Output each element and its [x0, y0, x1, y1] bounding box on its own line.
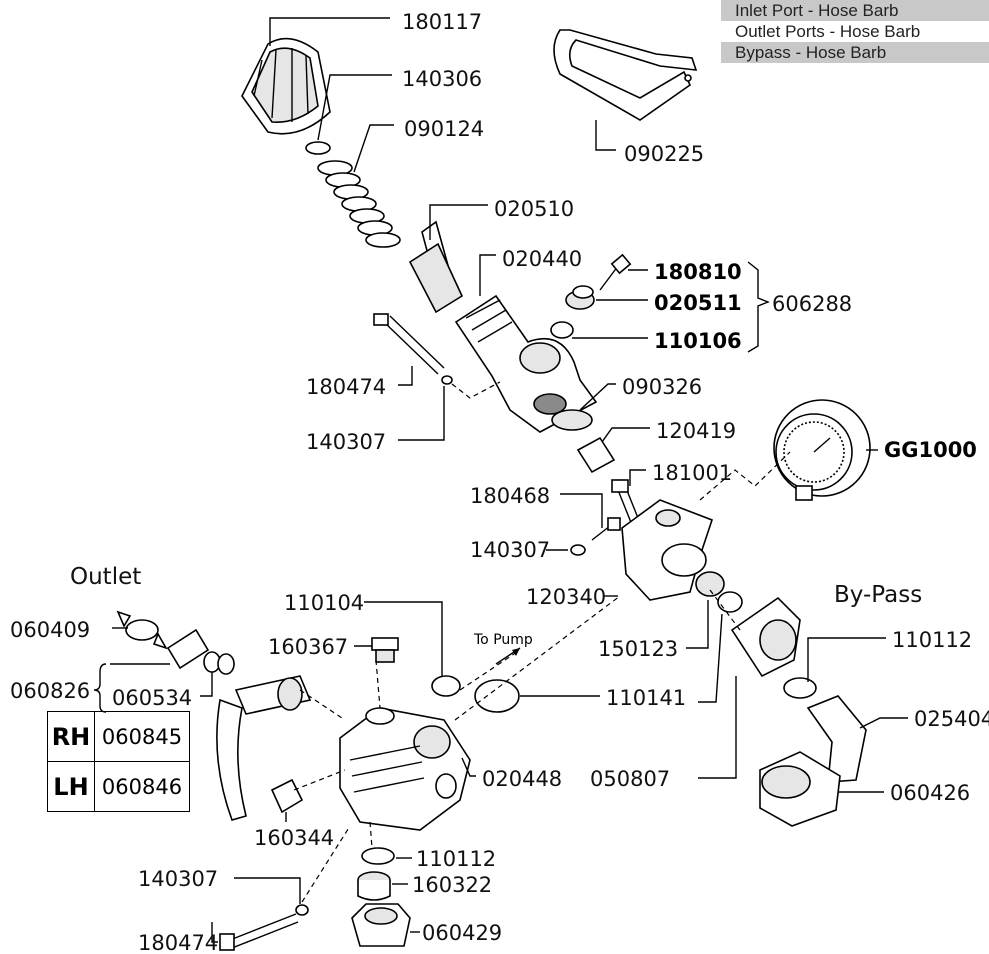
barb-060826-drawing: [166, 628, 210, 670]
valve-hand-table: RH 060845 LH 060846: [47, 711, 190, 812]
o-ring-110112-bypass-drawing: [783, 677, 817, 699]
plug-020511-drawing: [565, 285, 595, 310]
part-label-090225: 090225: [624, 142, 704, 166]
part-label-110104: 110104: [284, 591, 364, 615]
hand-code-rh: 060845: [94, 711, 190, 762]
hand-side-rh: RH: [47, 711, 95, 762]
part-label-140307-lower: 140307: [138, 867, 218, 891]
leader-lines: [93, 17, 908, 943]
part-label-110141: 110141: [606, 686, 686, 710]
port-row-bypass: Bypass - Hose Barb: [721, 42, 989, 63]
part-label-090326: 090326: [622, 375, 702, 399]
hand-side-lh: LH: [47, 761, 95, 812]
bolt-180474-top-drawing: [373, 313, 445, 375]
to-pump-arrowhead: [512, 648, 520, 656]
part-label-180810: 180810: [654, 260, 742, 284]
part-label-gg1000: GG1000: [884, 438, 977, 462]
o-ring-110141-small-drawing: [717, 591, 743, 613]
manifold-020448-drawing: [339, 707, 471, 831]
plug-160367-drawing: [371, 637, 399, 663]
part-label-606288: 606288: [772, 292, 852, 316]
o-ring-110112-lower-drawing: [361, 847, 395, 865]
washer-140307-middle-drawing: [570, 544, 586, 556]
part-label-020448: 020448: [482, 767, 562, 791]
spacer-120419-drawing: [576, 436, 616, 474]
part-label-110106: 110106: [654, 329, 742, 353]
part-label-060534: 060534: [112, 686, 192, 710]
o-ring-060534b-drawing: [217, 653, 235, 675]
gauge-gg1000-drawing: [773, 399, 871, 501]
valve-lever-drawing: [216, 675, 312, 821]
part-label-140307-top: 140307: [306, 430, 386, 454]
stem-020510-drawing: [408, 220, 464, 314]
o-ring-110141-large-drawing: [474, 679, 520, 713]
washer-140307-lower-drawing: [295, 904, 309, 916]
hand-row-rh: RH 060845: [47, 711, 190, 762]
part-label-060426: 060426: [890, 781, 970, 805]
part-label-090124: 090124: [404, 117, 484, 141]
washer-140307-top-drawing: [441, 375, 453, 385]
part-label-160322: 160322: [412, 873, 492, 897]
hand-row-lh: LH 060846: [47, 761, 190, 812]
part-label-020440: 020440: [502, 247, 582, 271]
fitting-160344-drawing: [270, 778, 304, 814]
nut-060426-drawing: [759, 751, 841, 827]
fitting-160322-drawing: [357, 871, 391, 901]
seat-090326-drawing: [551, 409, 593, 431]
assembly-lines: [293, 381, 791, 903]
section-label-outlet: Outlet: [70, 564, 141, 590]
nut-060429-drawing: [351, 903, 411, 947]
washer-140306-drawing: [305, 141, 331, 155]
part-label-025404: 025404: [914, 707, 989, 731]
part-label-140306: 140306: [402, 67, 482, 91]
hand-code-lh: 060846: [94, 761, 190, 812]
elbow-025404-drawing: [806, 695, 867, 783]
part-label-020511: 020511: [654, 291, 742, 315]
o-ring-110106-drawing: [550, 321, 574, 339]
part-label-110112-bypass: 110112: [892, 628, 972, 652]
bolt-180474-lower-drawing: [219, 913, 299, 951]
screw-180810-drawing: [599, 253, 632, 291]
bolt-180468-drawing: [591, 517, 621, 541]
section-label-bypass: By-Pass: [834, 582, 922, 608]
part-label-110112-lower: 110112: [416, 847, 496, 871]
port-row-outlet: Outlet Ports - Hose Barb: [735, 22, 921, 41]
part-label-160344: 160344: [254, 826, 334, 850]
part-label-180468: 180468: [470, 484, 550, 508]
part-label-180474-lower: 180474: [138, 931, 218, 954]
seal-150123-drawing: [695, 571, 725, 597]
part-label-020510: 020510: [494, 197, 574, 221]
part-label-060409: 060409: [10, 618, 90, 642]
port-type-table: Inlet Port - Hose Barb Outlet Ports - Ho…: [721, 0, 989, 63]
part-label-120419: 120419: [656, 419, 736, 443]
port-row-inlet: Inlet Port - Hose Barb: [721, 0, 989, 21]
part-label-050807: 050807: [590, 767, 670, 791]
o-ring-110104-drawing: [431, 675, 461, 697]
knob-180117-drawing: [241, 37, 331, 135]
valve-body-020440-drawing: [454, 294, 598, 433]
part-label-060429: 060429: [422, 921, 502, 945]
head-120340-drawing: [621, 499, 714, 601]
part-label-140307-middle: 140307: [470, 538, 550, 562]
part-label-160367: 160367: [268, 635, 348, 659]
adapter-050807-drawing: [730, 596, 801, 678]
spring-090124-drawing: [317, 160, 401, 248]
part-label-180474-top: 180474: [306, 375, 386, 399]
clip-060409-drawing: [116, 610, 168, 650]
part-label-181001: 181001: [652, 461, 732, 485]
part-label-150123: 150123: [598, 637, 678, 661]
part-label-060826: 060826: [10, 679, 90, 703]
part-label-180117: 180117: [402, 10, 482, 34]
part-label-120340: 120340: [526, 585, 606, 609]
bracket-090225-drawing: [553, 29, 698, 121]
flow-label-to-pump: To Pump: [473, 632, 533, 648]
